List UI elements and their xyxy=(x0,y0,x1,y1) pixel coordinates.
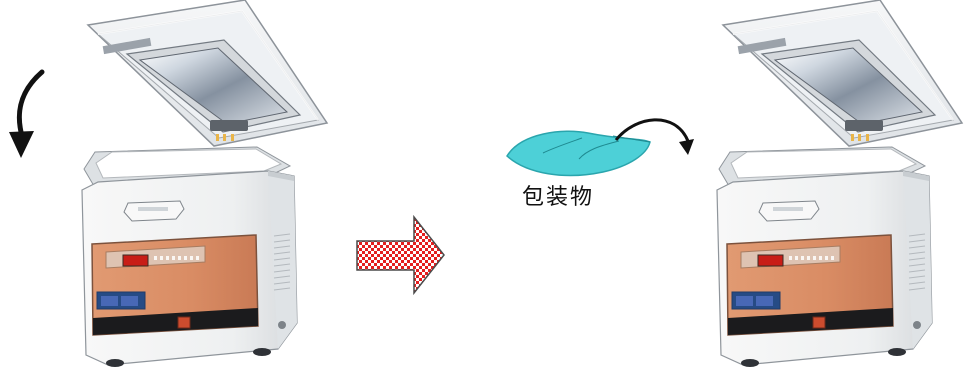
power-switch xyxy=(812,316,826,329)
machine-feet xyxy=(741,348,906,367)
package-icon xyxy=(506,118,694,177)
sealer-lid xyxy=(721,0,964,147)
mode-button xyxy=(736,296,753,306)
machine-feet xyxy=(106,348,271,367)
control-panel xyxy=(91,234,259,336)
curved-arrow-icon xyxy=(9,69,45,158)
side-vents xyxy=(908,233,926,291)
start-button xyxy=(756,296,773,306)
power-switch xyxy=(177,316,191,329)
power-socket-icon xyxy=(913,321,921,329)
vacuum-sealer-right xyxy=(716,0,964,367)
display-screen xyxy=(122,254,149,267)
control-panel xyxy=(726,234,894,336)
start-button xyxy=(121,296,138,306)
display-screen xyxy=(757,254,784,267)
vacuum-sealer-left xyxy=(81,0,329,367)
power-socket-icon xyxy=(278,321,286,329)
checkered-arrow-icon xyxy=(356,215,445,295)
sealer-latch xyxy=(123,200,185,222)
mode-button xyxy=(101,296,118,306)
side-vents xyxy=(273,233,291,291)
sealer-body xyxy=(716,146,933,367)
sealer-lid xyxy=(86,0,329,147)
sealer-latch xyxy=(758,200,820,222)
package-label: 包装物 xyxy=(522,185,595,210)
sealer-body xyxy=(81,146,298,367)
